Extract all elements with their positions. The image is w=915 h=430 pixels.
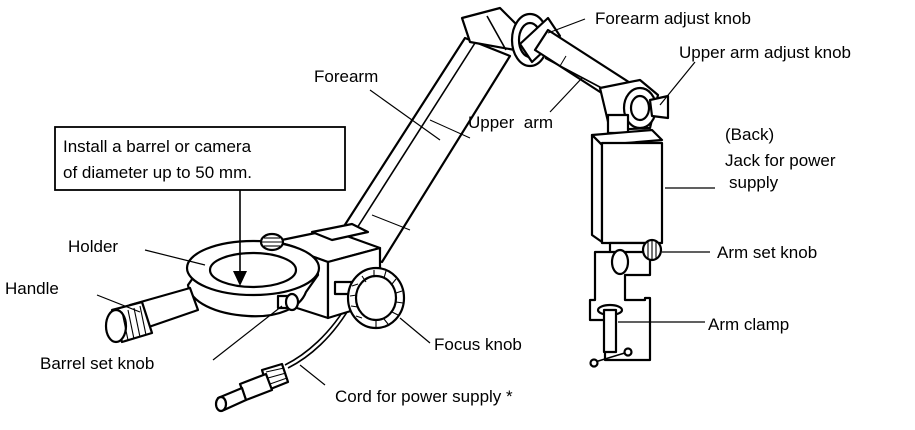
focus-knob — [333, 266, 406, 330]
label-handle: Handle — [5, 279, 59, 298]
label-focus-knob: Focus knob — [434, 335, 522, 354]
power-cord — [214, 299, 354, 413]
rear-knob — [259, 232, 285, 252]
install-callout-line2: of diameter up to 50 mm. — [63, 163, 252, 182]
barrel-set-knob — [276, 292, 300, 312]
label-cord: Cord for power supply * — [335, 387, 513, 406]
labels: Forearm adjust knob Upper arm adjust kno… — [5, 9, 851, 406]
label-holder: Holder — [68, 237, 118, 256]
label-arm-clamp: Arm clamp — [708, 315, 789, 334]
install-arrow-head — [233, 271, 247, 286]
label-jack-line1: Jack for power — [725, 151, 836, 170]
label-forearm: Forearm — [314, 67, 378, 86]
c-clamp — [588, 248, 652, 368]
label-arm-set-knob: Arm set knob — [717, 243, 817, 262]
forearm — [328, 6, 522, 264]
label-jack-line2: supply — [729, 173, 779, 192]
label-forearm-adjust-knob: Forearm adjust knob — [595, 9, 751, 28]
install-callout-line1: Install a barrel or camera — [63, 137, 252, 156]
leader-lines — [96, 18, 715, 386]
label-back: (Back) — [725, 125, 774, 144]
install-callout: Install a barrel or camera of diameter u… — [54, 126, 346, 286]
label-upper-arm-adjust-knob: Upper arm adjust knob — [679, 43, 851, 62]
arm-set-knob — [641, 238, 663, 262]
label-upper-arm: Upper arm — [468, 113, 553, 132]
handle — [104, 286, 200, 344]
cord-plug — [214, 362, 290, 413]
post — [606, 113, 630, 135]
label-barrel-set-knob: Barrel set knob — [40, 354, 154, 373]
install-callout-box — [54, 126, 346, 191]
power-box — [590, 128, 664, 255]
